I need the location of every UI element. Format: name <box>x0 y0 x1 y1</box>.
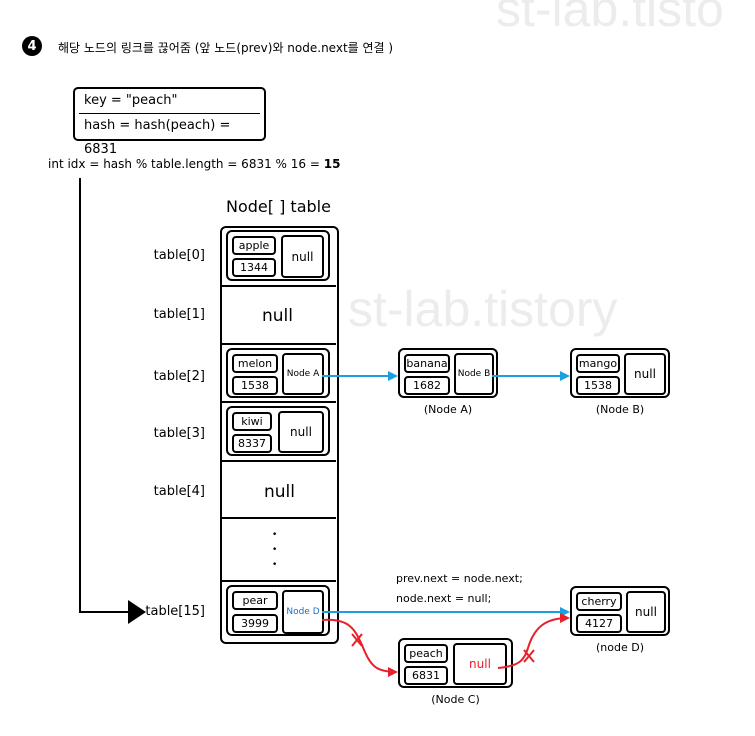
node-a-caption: (Node A) <box>423 403 473 416</box>
node-key: kiwi <box>232 412 272 431</box>
key-box-divider <box>79 113 260 114</box>
node-key: apple <box>232 236 276 255</box>
index-expression-text: int idx = hash % table.length = 6831 % 1… <box>48 157 324 171</box>
index-pointer-line <box>79 178 130 613</box>
table-node-apple: apple 1344 null <box>226 230 330 281</box>
node-key: banana <box>404 354 450 373</box>
step-description: 해당 노드의 링크를 끊어줌 (앞 노드(prev)와 node.next를 연… <box>58 41 394 55</box>
code-line-node-next: node.next = null; <box>396 592 492 605</box>
node-next: Node B <box>454 353 494 395</box>
code-line-prev-next: prev.next = node.next; <box>396 572 523 585</box>
chain-node-a: banana 1682 Node B <box>398 348 498 398</box>
node-hash: 4127 <box>576 614 622 633</box>
node-hash: 3999 <box>232 614 278 633</box>
watermark-top: st-lab.tisto <box>496 0 724 37</box>
ellipsis-dot: • <box>272 560 278 570</box>
hash-line: hash = hash(peach) = 6831 <box>84 118 231 157</box>
node-hash: 1682 <box>404 376 450 395</box>
node-hash: 1538 <box>232 376 278 395</box>
broken-link-c-to-d <box>497 613 570 669</box>
node-key: melon <box>232 354 278 373</box>
row-divider <box>221 343 336 345</box>
node-key: cherry <box>576 592 622 611</box>
node-next: Node A <box>282 353 324 395</box>
node-next: null <box>624 353 666 395</box>
node-key: mango <box>576 354 620 373</box>
index-pointer-arrowhead <box>128 600 146 624</box>
chain-node-c: peach 6831 null <box>398 638 513 688</box>
node-next: null <box>453 643 507 685</box>
node-hash: 1344 <box>232 258 276 277</box>
break-mark-x <box>351 633 363 647</box>
broken-link-pear-to-c <box>321 618 398 677</box>
row-label-2: table[2] <box>153 369 205 384</box>
index-expression: int idx = hash % table.length = 6831 % 1… <box>48 157 340 171</box>
row-label-1: table[1] <box>153 307 205 322</box>
table-title: Node[ ] table <box>226 197 331 216</box>
chain-node-b: mango 1538 null <box>570 348 670 398</box>
row-label-4: table[4] <box>153 484 205 499</box>
node-key: peach <box>404 644 448 663</box>
table-node-melon: melon 1538 Node A <box>226 348 330 398</box>
ellipsis-dot: • <box>272 530 278 540</box>
index-result: 15 <box>323 157 341 171</box>
row-divider <box>221 517 336 519</box>
table-node-kiwi: kiwi 8337 null <box>226 406 330 456</box>
node-next: null <box>278 411 324 453</box>
node-d-caption: (node D) <box>595 641 644 654</box>
empty-slot-null: null <box>264 482 295 502</box>
node-key: pear <box>232 591 278 610</box>
node-hash: 6831 <box>404 666 448 685</box>
row-label-3: table[3] <box>153 426 205 441</box>
row-divider <box>221 285 336 287</box>
step-number-badge: 4 <box>22 36 42 56</box>
node-next: null <box>626 591 666 633</box>
node-next: null <box>281 235 324 278</box>
row-divider <box>221 580 336 582</box>
key-info-box: key = "peach" hash = hash(peach) = 6831 <box>73 87 266 157</box>
node-hash: 8337 <box>232 434 272 453</box>
node-b-caption: (Node B) <box>595 403 645 416</box>
row-label-0: table[0] <box>153 248 205 263</box>
ellipsis-dot: • <box>272 545 278 555</box>
empty-slot-null: null <box>262 306 293 326</box>
table-node-pear: pear 3999 Node D <box>226 585 330 636</box>
row-label-15: table[15] <box>145 604 205 619</box>
node-hash: 1538 <box>576 376 620 395</box>
watermark-center: st-lab.tistory <box>348 281 618 337</box>
chain-node-d: cherry 4127 null <box>570 586 670 636</box>
key-line: key = "peach" <box>84 93 178 108</box>
row-divider <box>221 460 336 462</box>
node-c-caption: (Node C) <box>431 693 480 706</box>
break-mark-x <box>523 649 535 663</box>
row-divider <box>221 401 336 403</box>
